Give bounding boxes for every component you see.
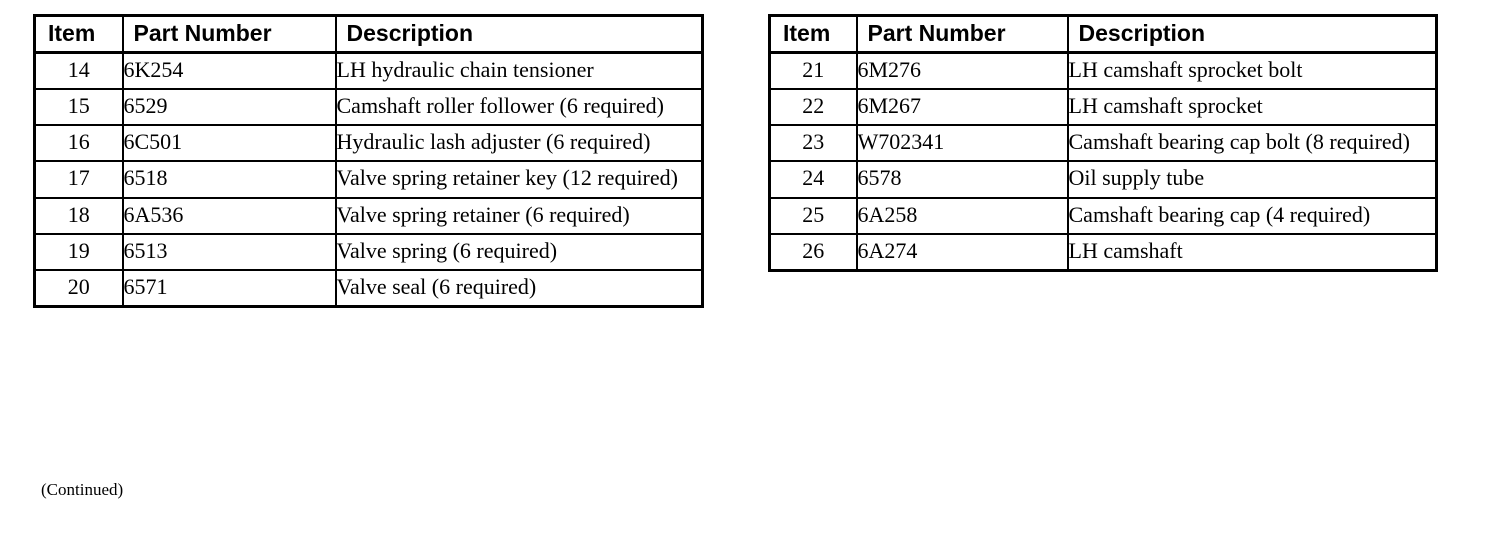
column-header-description: Description: [1066, 14, 1438, 54]
cell-item: 26: [768, 232, 858, 272]
cell-part-number: 6578: [855, 160, 1069, 199]
header-row: Item Part Number Description: [768, 14, 1438, 54]
table-row: 25 6A258 Camshaft bearing cap (4 require…: [768, 196, 1438, 235]
cell-description: LH hydraulic chain tensioner: [334, 51, 704, 91]
cell-item: 24: [768, 160, 858, 199]
cell-part-number: 6513: [121, 232, 337, 271]
table-row: 17 6518 Valve spring retainer key (12 re…: [33, 160, 704, 199]
cell-part-number: 6K254: [121, 51, 337, 91]
table-header: Item Part Number Description: [768, 14, 1438, 54]
cell-part-number: 6M276: [855, 51, 1069, 91]
cell-description: Valve spring retainer key (12 required): [334, 160, 704, 199]
header-row: Item Part Number Description: [33, 14, 704, 54]
column-header-description: Description: [334, 14, 704, 54]
table-row: 19 6513 Valve spring (6 required): [33, 232, 704, 271]
cell-description: Camshaft bearing cap bolt (8 required): [1066, 124, 1438, 163]
column-header-part-number: Part Number: [855, 14, 1069, 54]
cell-item: 18: [33, 196, 124, 235]
cell-description: LH camshaft sprocket bolt: [1066, 51, 1438, 91]
cell-part-number: W702341: [855, 124, 1069, 163]
table-body: 21 6M276 LH camshaft sprocket bolt 22 6M…: [768, 51, 1438, 272]
cell-description: Valve spring (6 required): [334, 232, 704, 271]
cell-item: 19: [33, 232, 124, 271]
cell-item: 15: [33, 88, 124, 127]
table-row: 14 6K254 LH hydraulic chain tensioner: [33, 51, 704, 91]
column-header-part-number: Part Number: [121, 14, 337, 54]
table-row: 23 W702341 Camshaft bearing cap bolt (8 …: [768, 124, 1438, 163]
table-header: Item Part Number Description: [33, 14, 704, 54]
cell-part-number: 6518: [121, 160, 337, 199]
table-row: 26 6A274 LH camshaft: [768, 232, 1438, 272]
table-row: 22 6M267 LH camshaft sprocket: [768, 88, 1438, 127]
cell-part-number: 6A258: [855, 196, 1069, 235]
column-header-item: Item: [33, 14, 124, 54]
cell-description: Valve spring retainer (6 required): [334, 196, 704, 235]
table-row: 15 6529 Camshaft roller follower (6 requ…: [33, 88, 704, 127]
table-row: 20 6571 Valve seal (6 required): [33, 268, 704, 308]
table-row: 21 6M276 LH camshaft sprocket bolt: [768, 51, 1438, 91]
cell-part-number: 6529: [121, 88, 337, 127]
cell-description: LH camshaft: [1066, 232, 1438, 272]
cell-description: Camshaft roller follower (6 required): [334, 88, 704, 127]
cell-item: 20: [33, 268, 124, 308]
cell-description: Valve seal (6 required): [334, 268, 704, 308]
table-row: 18 6A536 Valve spring retainer (6 requir…: [33, 196, 704, 235]
cell-part-number: 6C501: [121, 124, 337, 163]
cell-item: 21: [768, 51, 858, 91]
cell-item: 23: [768, 124, 858, 163]
cell-description: Oil supply tube: [1066, 160, 1438, 199]
cell-description: Hydraulic lash adjuster (6 required): [334, 124, 704, 163]
parts-table-items-21-26: Item Part Number Description 21 6M276 LH…: [768, 14, 1438, 272]
continued-note: (Continued): [41, 480, 124, 499]
cell-item: 25: [768, 196, 858, 235]
table-row: 24 6578 Oil supply tube: [768, 160, 1438, 199]
cell-part-number: 6A536: [121, 196, 337, 235]
cell-description: Camshaft bearing cap (4 required): [1066, 196, 1438, 235]
cell-item: 14: [33, 51, 124, 91]
cell-part-number: 6M267: [855, 88, 1069, 127]
table-row: 16 6C501 Hydraulic lash adjuster (6 requ…: [33, 124, 704, 163]
parts-table-items-14-20: Item Part Number Description 14 6K254 LH…: [33, 14, 704, 309]
cell-item: 16: [33, 124, 124, 163]
table-body: 14 6K254 LH hydraulic chain tensioner 15…: [33, 51, 704, 308]
cell-part-number: 6571: [121, 268, 337, 308]
cell-description: LH camshaft sprocket: [1066, 88, 1438, 127]
cell-part-number: 6A274: [855, 232, 1069, 272]
cell-item: 22: [768, 88, 858, 127]
cell-item: 17: [33, 160, 124, 199]
column-header-item: Item: [768, 14, 858, 54]
